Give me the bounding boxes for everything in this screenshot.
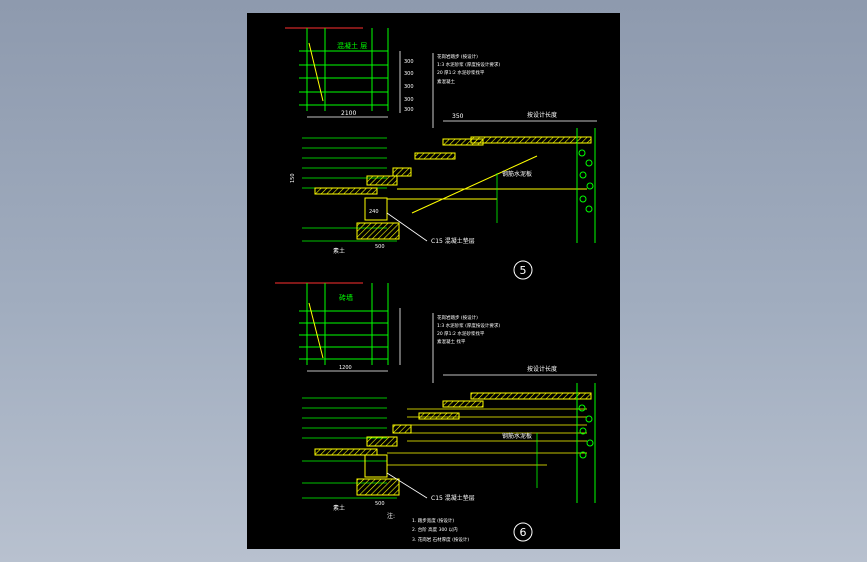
section-6: 砖墙 1200 花岗岩踏步 (按设计) 1:3 水泥砂浆 (厚度按设计要求) 2… xyxy=(275,282,597,543)
svg-text:花岗岩踏步 (按设计): 花岗岩踏步 (按设计) xyxy=(437,314,478,321)
left-dim: 150 xyxy=(290,173,296,183)
svg-text:1:3 水泥砂浆 (厚度按设计要求): 1:3 水泥砂浆 (厚度按设计要求) xyxy=(437,322,500,329)
top-label: 砖墙 xyxy=(339,293,353,302)
svg-text:20 厚1:2 水泥砂浆找平: 20 厚1:2 水泥砂浆找平 xyxy=(437,69,485,76)
slab-label: 钢筋水泥板 xyxy=(502,432,532,440)
step-treads xyxy=(314,392,592,456)
dim-lines xyxy=(307,51,401,118)
svg-text:300: 300 xyxy=(404,71,414,77)
svg-text:20 厚1:2 水泥砂浆找平: 20 厚1:2 水泥砂浆找平 xyxy=(437,330,485,337)
notes: 花岗岩踏步 (按设计) 1:3 水泥砂浆 (厚度按设计要求) 20 厚1:2 水… xyxy=(437,314,500,345)
svg-text:300: 300 xyxy=(404,107,414,113)
slab xyxy=(387,408,587,466)
svg-text:2. 台阶 高度 300 以内: 2. 台阶 高度 300 以内 xyxy=(412,526,458,533)
svg-text:注:: 注: xyxy=(387,512,395,520)
cad-drawing: 混凝土 层 2100 300 300 300 300 300 花岗岩踏步 (按设… xyxy=(275,27,597,543)
step-guides xyxy=(302,397,397,499)
svg-text:300: 300 xyxy=(404,59,414,65)
svg-text:1:3 水泥砂浆 (厚度按设计要求): 1:3 水泥砂浆 (厚度按设计要求) xyxy=(437,61,500,68)
step-treads xyxy=(314,136,592,195)
plan-lines xyxy=(299,28,389,111)
slab-label: 钢筋水泥板 xyxy=(502,170,532,178)
right-dims: 300 300 300 300 300 xyxy=(404,59,414,113)
svg-text:3. 花岗岩 石材厚度 (按设计): 3. 花岗岩 石材厚度 (按设计) xyxy=(412,536,469,543)
svg-text:素混凝土: 素混凝土 xyxy=(437,78,455,85)
dim-240: 240 xyxy=(369,209,379,215)
top-label: 混凝土 层 xyxy=(337,41,367,50)
foundation-callout: C15 混凝土垫层 xyxy=(431,494,475,502)
section-number: 5 xyxy=(520,264,527,277)
foundation-callout: C15 混凝土垫层 xyxy=(431,237,475,245)
platform-length: 按设计长度 xyxy=(527,365,557,373)
section-marker xyxy=(513,522,533,542)
section-marker xyxy=(513,260,533,280)
drawing-sheet: 混凝土 层 2100 300 300 300 300 300 花岗岩踏步 (按设… xyxy=(247,13,620,549)
section-5: 混凝土 层 2100 300 300 300 300 300 花岗岩踏步 (按设… xyxy=(285,27,597,280)
soil-label: 素土 xyxy=(333,504,345,512)
svg-text:1. 踏步宽度 (按设计): 1. 踏步宽度 (按设计) xyxy=(412,517,454,524)
plan-lines xyxy=(299,283,389,365)
right-wall xyxy=(576,383,596,503)
svg-text:300: 300 xyxy=(404,84,414,90)
svg-text:300: 300 xyxy=(404,97,414,103)
notes: 花岗岩踏步 (按设计) 1:3 水泥砂浆 (厚度按设计要求) 20 厚1:2 水… xyxy=(437,53,500,85)
slab xyxy=(387,155,587,214)
footnotes: 注: 1. 踏步宽度 (按设计) 2. 台阶 高度 300 以内 3. 花岗岩 … xyxy=(387,512,469,543)
soil-label: 素土 xyxy=(333,247,345,255)
svg-text:素混凝土 找平: 素混凝土 找平 xyxy=(437,338,466,345)
plan-width-dim: 1200 xyxy=(339,365,352,371)
dim-500: 500 xyxy=(375,501,385,507)
section-number: 6 xyxy=(520,526,527,539)
right-wall xyxy=(576,128,596,243)
svg-text:花岗岩踏步 (按设计): 花岗岩踏步 (按设计) xyxy=(437,53,478,60)
step-width-dim: 350 xyxy=(452,113,464,120)
plan-width-dim: 2100 xyxy=(341,110,356,117)
platform-length: 按设计长度 xyxy=(527,111,557,119)
dim-500: 500 xyxy=(375,244,385,250)
